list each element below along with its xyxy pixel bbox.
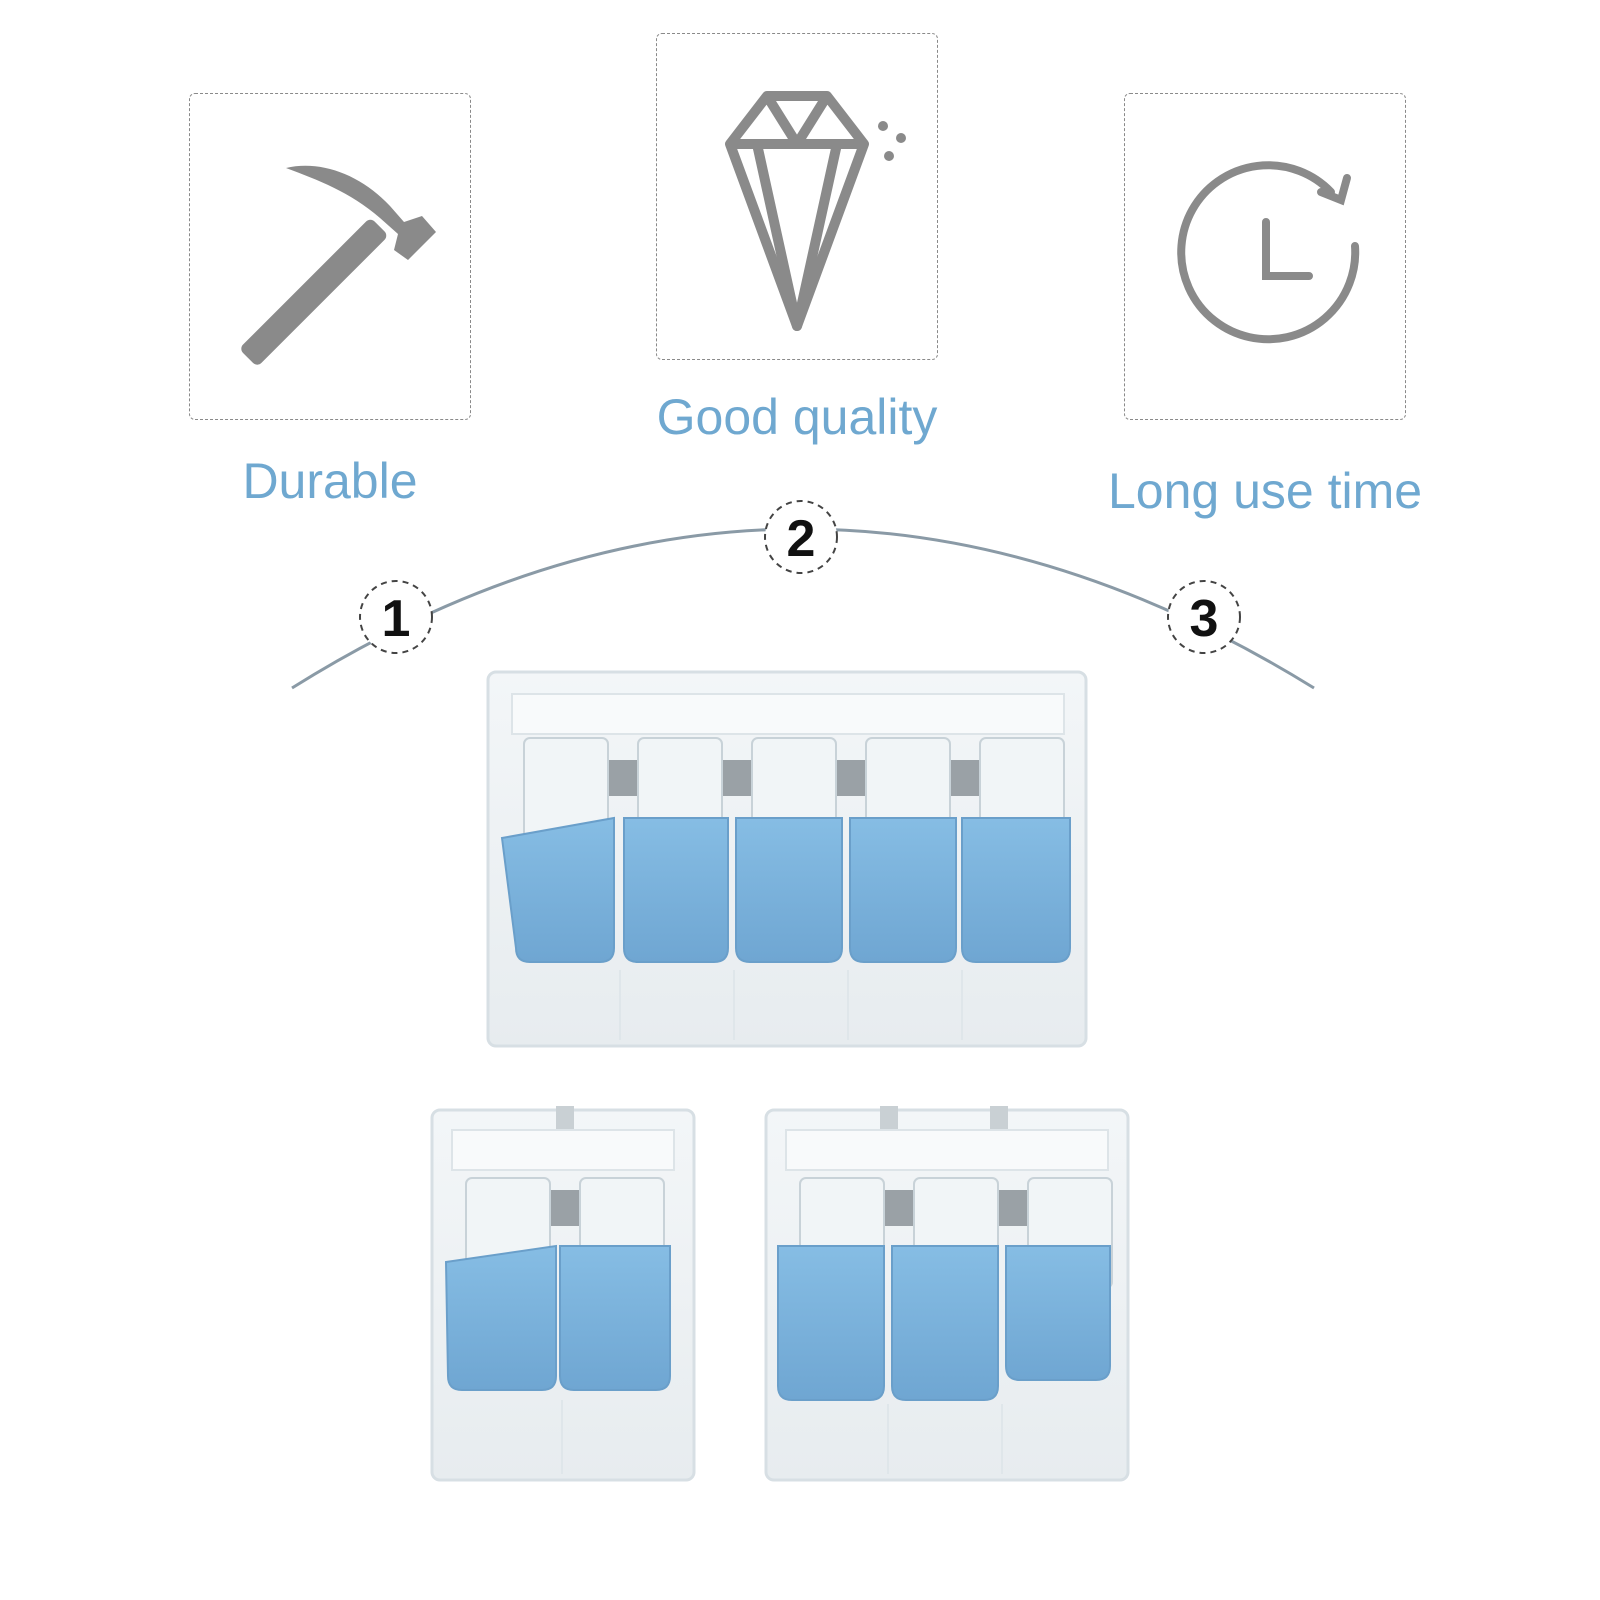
levers-5 [500,737,1071,963]
clock-refresh-icon [1177,161,1360,344]
feature-label-durable: Durable [242,453,418,509]
step-number-1: 1 [381,590,411,648]
feature-box-durable [189,93,471,420]
feature-label-long-use-time: Long use time [1107,463,1423,519]
diamond-icon [725,91,906,331]
feature-box-long-use-time [1124,93,1406,420]
feature-label-good-quality: Good quality [656,389,938,445]
hammer-icon [241,165,436,365]
step-number-2: 2 [786,510,816,568]
step-number-3: 3 [1189,590,1219,648]
feature-box-good-quality [656,33,938,360]
